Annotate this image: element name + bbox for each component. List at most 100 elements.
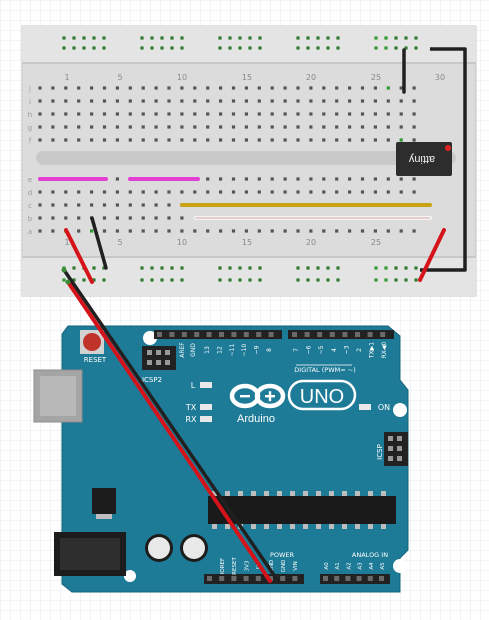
breadboard-hole	[193, 190, 197, 194]
digital-pin-label: ~3	[343, 345, 350, 354]
column-number: 10	[177, 238, 187, 247]
breadboard-hole	[360, 229, 365, 233]
arduino-uno: RESET ICSP2 ICSP L TX RX ON UNO Arduino	[33, 325, 409, 593]
gnd-label: GND	[190, 343, 197, 357]
icsp-header	[384, 432, 408, 466]
uno-logo-text: UNO	[300, 386, 344, 408]
breadboard-hole	[386, 86, 390, 90]
breadboard-hole	[309, 112, 313, 116]
breadboard-hole	[90, 203, 94, 207]
digital-pin-label: 8	[266, 348, 273, 352]
breadboard-hole	[335, 177, 339, 181]
breadboard-hole	[180, 216, 184, 220]
logo-minus	[240, 395, 250, 398]
digital-pin-label: ~5	[318, 345, 325, 354]
column-number: 20	[306, 73, 316, 82]
rail-hole	[384, 266, 388, 270]
analog-pin-label: A5	[380, 562, 386, 570]
breadboard-hole	[102, 190, 107, 194]
breadboard-hole	[283, 112, 287, 116]
digital-socket	[367, 332, 373, 337]
breadboard-hole	[257, 138, 261, 142]
led-on	[359, 404, 371, 410]
breadboard-hole	[154, 203, 158, 207]
breadboard-hole	[296, 190, 300, 194]
rail-hole	[180, 266, 184, 270]
rail-hole	[102, 36, 106, 40]
breadboard-hole	[399, 177, 403, 181]
breadboard-hole	[141, 138, 145, 142]
digital-pin-label: 4	[331, 348, 338, 352]
mount-hole-4	[124, 570, 136, 582]
breadboard-hole	[257, 177, 261, 181]
digital-pin-label: ~9	[254, 345, 261, 354]
chip-leg	[277, 524, 282, 529]
digital-socket	[181, 332, 187, 337]
breadboard-hole	[193, 138, 197, 142]
rail-hole	[374, 278, 378, 282]
breadboard-hole	[64, 216, 68, 220]
rail-hole	[82, 278, 86, 282]
rail-hole	[374, 46, 378, 50]
rail-hole	[140, 266, 144, 270]
breadboard-hole	[141, 86, 145, 90]
on-label: ON	[378, 403, 390, 412]
analog-socket	[379, 576, 384, 581]
chip-leg	[264, 491, 269, 496]
icsp-pin	[388, 446, 393, 451]
rail-hole	[258, 46, 262, 50]
column-number: 5	[117, 238, 122, 247]
red-wire-right	[418, 228, 446, 282]
breadboard-hole	[373, 138, 377, 142]
power-pin-label: RESET	[232, 557, 238, 575]
breadboard-hole	[180, 112, 184, 116]
rail-hole	[160, 278, 164, 282]
breadboard-hole	[219, 99, 223, 103]
breadboard-hole	[335, 125, 339, 129]
breadboard-hole	[77, 99, 81, 103]
digital-pin-label: ~11	[229, 343, 236, 356]
power-pin-sockets	[207, 576, 384, 581]
breadboard-hole	[90, 125, 94, 129]
rail-hole	[62, 46, 66, 50]
breadboard-hole	[244, 86, 248, 90]
digital-pin-label: ~6	[306, 345, 313, 354]
rail-hole	[316, 46, 320, 50]
column-number: 15	[242, 238, 252, 247]
rail-hole	[180, 36, 184, 40]
icsp2-pin	[147, 350, 152, 355]
digital-pin-label: 12	[216, 346, 223, 354]
uno-badge	[287, 379, 357, 411]
breadboard-hole	[231, 177, 236, 181]
arduino-logo: UNO Arduino	[229, 379, 357, 425]
rail-hole	[336, 266, 340, 270]
rail-hole	[102, 278, 106, 282]
icsp2-body	[142, 346, 176, 370]
breadboard-hole	[257, 86, 261, 90]
breadboard-hole	[335, 229, 339, 233]
breadboard-hole	[77, 203, 81, 207]
breadboard-hole	[64, 190, 68, 194]
breadboard-hole	[373, 229, 377, 233]
breadboard-hole	[257, 190, 261, 194]
rail-hole	[306, 36, 310, 40]
breadboard-hole	[412, 138, 416, 142]
breadboard-hole	[115, 190, 119, 194]
digital-socket	[329, 332, 335, 337]
breadboard-hole	[360, 138, 365, 142]
breadboard-hole	[360, 86, 365, 90]
breadboard-hole	[219, 229, 223, 233]
led-rx	[200, 416, 212, 422]
breadboard-hole	[219, 190, 223, 194]
breadboard-hole	[64, 112, 68, 116]
mount-hole-3	[393, 559, 407, 573]
breadboard-hole	[141, 190, 145, 194]
rail-hole	[374, 36, 378, 40]
breadboard-hole	[219, 138, 223, 142]
rail-hole	[72, 278, 76, 282]
voltage-regulator	[92, 488, 116, 514]
breadboard-hole	[373, 99, 377, 103]
digital-socket	[380, 332, 386, 337]
